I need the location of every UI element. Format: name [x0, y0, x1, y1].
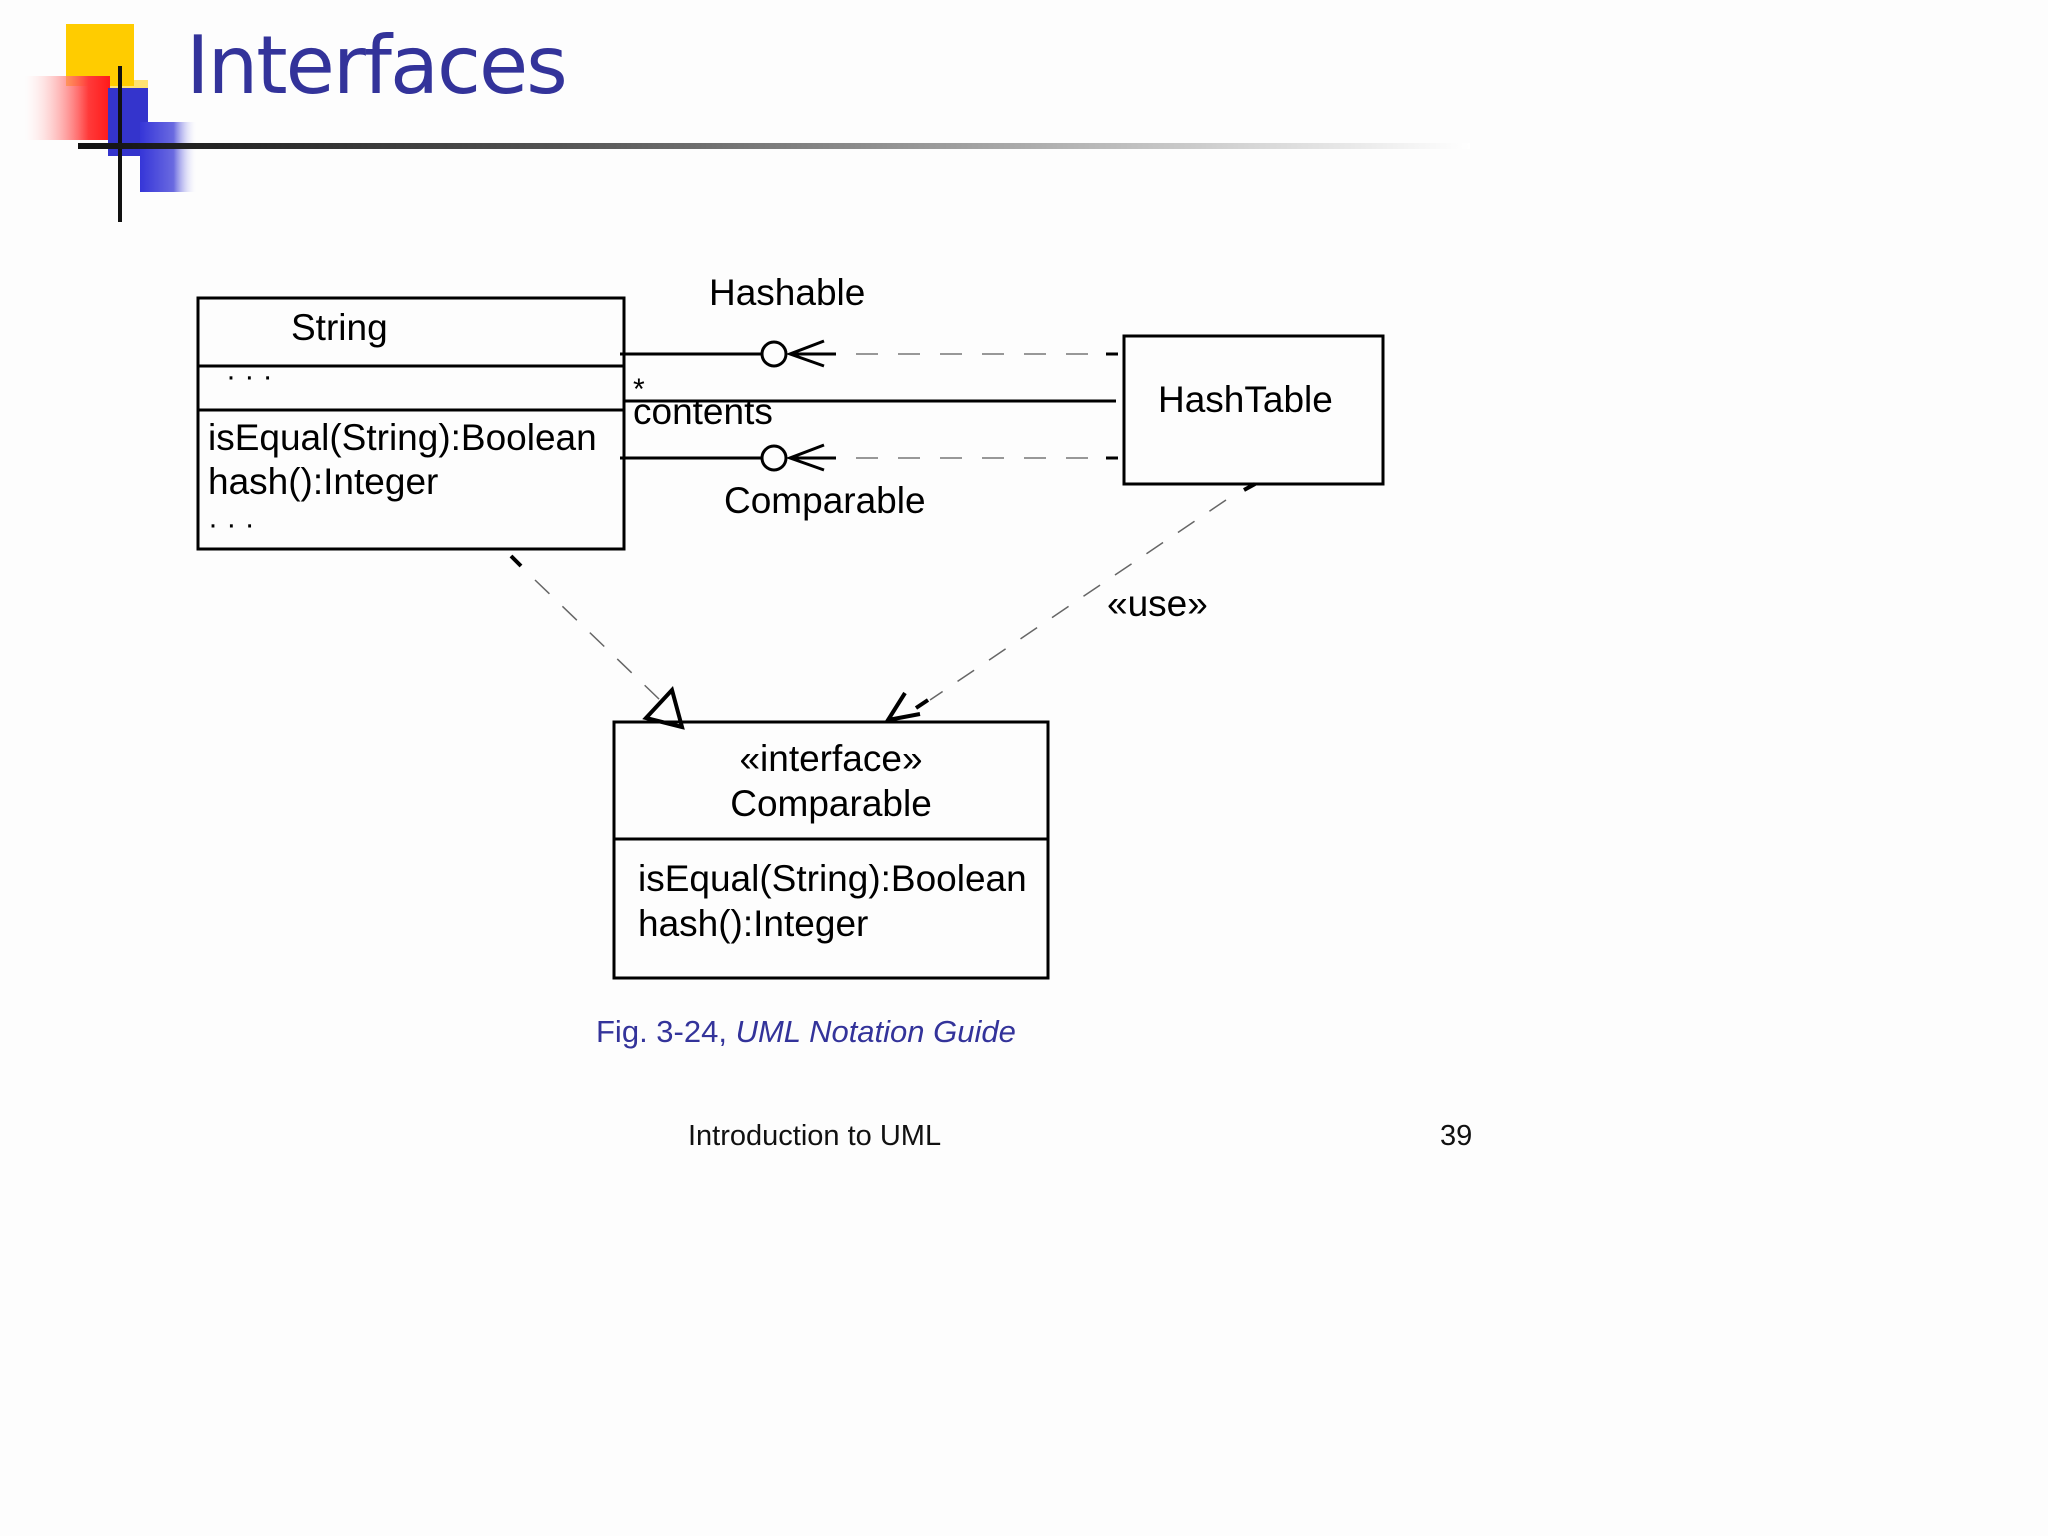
string-class-name: String — [291, 307, 388, 348]
uml-diagram: String · · · isEqual(String):Boolean has… — [196, 272, 1385, 980]
slide-decoration — [24, 24, 1470, 222]
title-rule — [78, 143, 1470, 149]
realization-arrow — [509, 554, 685, 730]
association-role: contents — [633, 391, 773, 432]
use-dependency-arrow: «use» — [883, 482, 1256, 723]
logo-icon — [24, 24, 196, 222]
hashable-label: Hashable — [709, 272, 865, 313]
use-stereotype-label: «use» — [1107, 583, 1208, 624]
figure-caption: Fig. 3-24, UML Notation Guide — [596, 1014, 1016, 1050]
string-operation-more: · · · — [208, 508, 255, 541]
hashtable-class-box: HashTable — [1122, 334, 1385, 486]
comparable-lollipop: Comparable — [620, 443, 1118, 521]
string-operation-hash: hash():Integer — [208, 461, 438, 502]
association-multiplicity: * — [633, 373, 645, 406]
hashable-lollipop: Hashable — [620, 272, 1118, 368]
interface-operation-isequal: isEqual(String):Boolean — [638, 858, 1027, 899]
interface-name: Comparable — [730, 783, 932, 824]
string-class-attributes: · · · — [226, 360, 273, 393]
contents-association: * contents — [624, 373, 1116, 432]
caption-prefix: Fig. 3-24, — [596, 1014, 736, 1049]
page-title: Interfaces — [186, 19, 568, 112]
page-number: 39 — [1440, 1120, 1473, 1152]
slide: Interfaces String · · · isEqual(String):… — [24, 19, 1473, 1152]
caption-source: UML Notation Guide — [735, 1014, 1016, 1049]
string-operation-isequal: isEqual(String):Boolean — [208, 417, 597, 458]
interface-operation-hash: hash():Integer — [638, 903, 868, 944]
footer-title: Introduction to UML — [688, 1120, 942, 1152]
comparable-lollipop-label: Comparable — [724, 480, 926, 521]
interface-stereotype: «interface» — [739, 738, 922, 779]
hashtable-class-name: HashTable — [1158, 379, 1333, 420]
string-class-box: String · · · isEqual(String):Boolean has… — [196, 296, 626, 551]
comparable-interface-box: «interface» Comparable isEqual(String):B… — [612, 720, 1050, 980]
